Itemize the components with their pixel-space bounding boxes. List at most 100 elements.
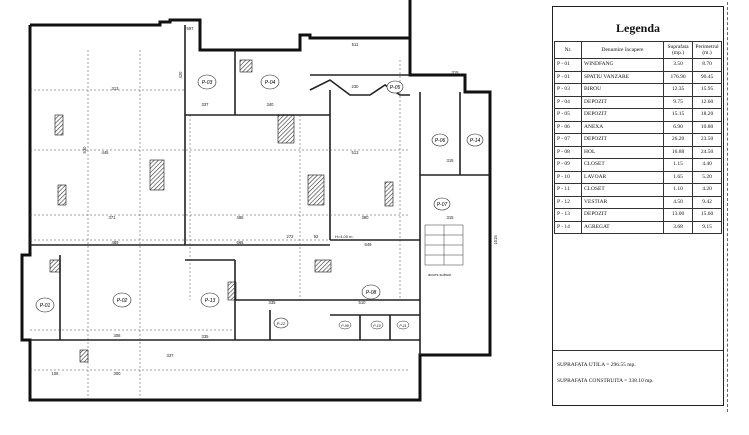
room-labels: P-01 P-02 P-03 P-04 P-05 P-06 P-07 P-08 …: [35, 74, 484, 330]
header-perimeter: Perimetrul (m.): [692, 41, 722, 59]
room-label-p14: P-14: [466, 133, 484, 147]
dimension-label: 380: [362, 215, 370, 220]
interior-walls: [30, 25, 490, 355]
cell-nr: P - 06: [554, 120, 582, 134]
dimension-label: 272: [287, 234, 295, 239]
cell-area: 1.65: [663, 170, 693, 184]
dashed-lines: [30, 50, 410, 400]
cell-perimeter: 4.20: [692, 183, 722, 197]
dimension-label: 511: [352, 42, 359, 47]
cell-nr: P - 11: [554, 183, 582, 197]
cell-nr: P - 01: [554, 70, 582, 84]
room-label-text: P-08: [366, 290, 377, 296]
usable-area: SUPRAFATA UTILA = 296.55 mp.: [557, 362, 636, 368]
room-label-text: P-05: [390, 85, 401, 91]
room-label-p01: P-01: [35, 297, 55, 313]
cell-perimeter: 9.15: [692, 220, 722, 234]
room-label-p05: P-05: [386, 80, 404, 94]
room-label-text: P-11: [399, 324, 406, 328]
room-label-text: P-07: [437, 202, 448, 208]
cell-perimeter: 24.50: [692, 145, 722, 159]
dimension-label: 340: [267, 102, 275, 107]
cell-perimeter: 15.95: [692, 83, 722, 97]
room-label-text: P-01: [40, 303, 51, 309]
dimension-label: 337: [202, 102, 210, 107]
room-table-header: Nr. Denumire încapere Suprafata (mp.) Pe…: [554, 41, 722, 59]
cell-perimeter: 12.60: [692, 95, 722, 109]
ceiling-height-note: H=4.00 m.: [335, 234, 354, 239]
columns: [49, 59, 394, 363]
dimension-label: 530: [82, 146, 87, 154]
dimension-label: 335: [202, 334, 210, 339]
cell-area: 6.90: [663, 120, 693, 134]
cell-area: 176.90: [663, 70, 693, 84]
room-label-p08: P-08: [361, 284, 381, 300]
cell-name: LAVOAR: [581, 170, 664, 184]
dimension-label: 313: [112, 86, 120, 91]
cell-nr: P - 10: [554, 170, 582, 184]
dimension-label: 513: [352, 150, 360, 155]
cell-nr: P - 13: [554, 208, 582, 222]
cell-perimeter: 90.45: [692, 70, 722, 84]
cell-name: VESTIAR: [581, 195, 664, 209]
room-label-p06: P-06: [431, 133, 449, 147]
dimension-label: 300: [114, 371, 122, 376]
header-nr: Nr.: [554, 41, 582, 59]
room-label-text: P-02: [117, 298, 128, 304]
cell-perimeter: 8.70: [692, 58, 722, 72]
cell-perimeter: 18.20: [692, 108, 722, 122]
room-label-p04: P-04: [260, 74, 280, 90]
header-name: Denumire încapere: [581, 41, 664, 59]
dimension-label: 510: [359, 300, 367, 305]
cell-name: DEPOZIT: [581, 95, 664, 109]
cell-nr: P - 05: [554, 108, 582, 122]
cell-name: WINDFANG: [581, 58, 664, 72]
cell-nr: P - 04: [554, 95, 582, 109]
cell-name: DEPOZIT: [581, 208, 664, 222]
room-label-p07: P-07: [433, 197, 451, 211]
annotations: H=4.00 m. acces subsol: [335, 234, 451, 277]
dimension-label: 315: [447, 158, 455, 163]
cell-nr: P - 12: [554, 195, 582, 209]
dimension-label: 489: [112, 240, 120, 245]
dimension-label: 495: [237, 215, 245, 220]
dimension-label: 315: [447, 215, 455, 220]
room-label-text: P-10: [373, 324, 380, 328]
dimension-label: 1515: [493, 235, 498, 245]
cell-perimeter: 23.50: [692, 133, 722, 147]
header-area: Suprafata (mp.): [663, 41, 693, 59]
cell-area: 3.68: [663, 220, 693, 234]
room-label-text: P-12: [277, 321, 286, 326]
dimension-label: 371: [109, 215, 117, 220]
cell-name: CLOSET: [581, 183, 664, 197]
cell-name: HOL: [581, 145, 664, 159]
dimension-label: 308: [114, 333, 122, 338]
cell-nr: P - 14: [554, 220, 582, 234]
cell-name: CLOSET: [581, 158, 664, 172]
dimension-label: 649: [365, 242, 373, 247]
room-label-p13: P-13: [200, 292, 220, 308]
room-table: Nr. Denumire încapere Suprafata (mp.) Pe…: [554, 41, 722, 234]
cell-perimeter: 9.42: [692, 195, 722, 209]
cell-area: 15.15: [663, 108, 693, 122]
dimension-label: 420: [178, 71, 183, 79]
dimension-label: 445: [102, 150, 110, 155]
basement-access-note: acces subsol: [428, 272, 451, 277]
dimension-label: 106: [52, 371, 60, 376]
cell-perimeter: 15.60: [692, 208, 722, 222]
dimension-label: 597: [187, 26, 195, 31]
cell-area: 1.15: [663, 158, 693, 172]
built-area: SUPRAFATA CONSTRUITA = 338.10 mp.: [557, 378, 654, 384]
